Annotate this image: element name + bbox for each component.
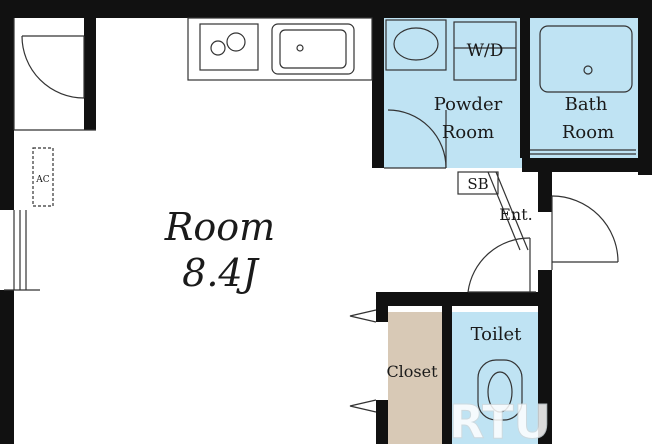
toilet-area	[452, 312, 538, 444]
bath-room-area	[530, 18, 640, 158]
wall-left-bottom	[0, 290, 14, 444]
wall-closet-top	[376, 292, 552, 306]
wall-top	[0, 0, 652, 18]
powder-room-label-1: Powder	[434, 94, 503, 115]
room-size: 8.4J	[182, 251, 259, 295]
closet-label: Closet	[386, 362, 438, 381]
wall-entry-pillar	[84, 18, 96, 130]
shoe-box-label: SB	[467, 175, 488, 193]
wall-right-bath	[638, 0, 652, 175]
wall-entrance-right	[538, 172, 552, 212]
labels: Room 8.4J W/D Powder Room Bath Room SB E…	[35, 41, 614, 381]
watermark-logo: RTU	[449, 395, 551, 444]
ac-label: AC	[35, 175, 49, 185]
wall-entrance-right-low	[538, 270, 552, 444]
powder-room-area	[384, 18, 522, 168]
wall-powder-left	[372, 18, 384, 168]
wall-left-top	[0, 0, 14, 210]
toilet-label: Toilet	[471, 324, 523, 345]
thin-lines	[4, 17, 636, 421]
entrance-label: Ent.	[499, 205, 533, 224]
wd-label: W/D	[467, 41, 504, 61]
wall-closet-left	[376, 292, 388, 322]
wall-closet-toilet	[442, 306, 452, 444]
wall-closet-left-low	[376, 400, 388, 444]
bath-room-label-1: Bath	[565, 94, 608, 115]
closet-area	[388, 312, 442, 444]
wet-areas	[384, 18, 640, 444]
wall-bath-bottom	[522, 158, 652, 172]
powder-room-label-2: Room	[442, 122, 494, 143]
room-name: Room	[164, 205, 275, 249]
wall-powder-bath	[520, 18, 530, 158]
bath-room-label-2: Room	[562, 122, 614, 143]
